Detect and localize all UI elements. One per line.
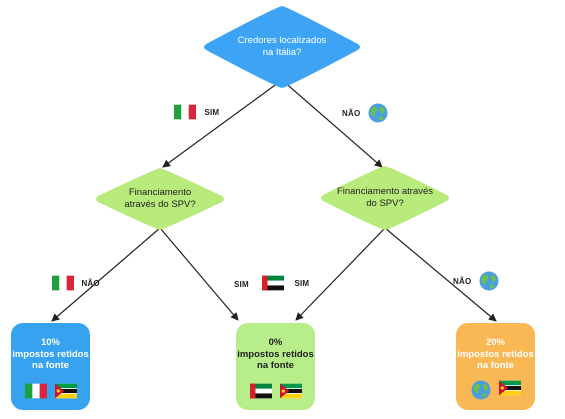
left-question-diamond [96,168,224,230]
globe-icon [479,271,499,291]
outcome-percent: 0% [268,337,283,348]
branch-left-no: NÃO [52,275,100,293]
mozambique-flag-icon [279,383,302,400]
mozambique-flag-icon [498,380,521,397]
arrow-right-to-orange [384,227,497,322]
left-question: Financiamento através do SPV? [112,187,208,211]
outcome-text: na fonte [32,360,69,371]
mozambique-flag-icon [54,383,77,400]
outcome-text: impostos retidos [457,348,534,360]
italy-flag-icon [24,383,47,400]
branch-right-no-label: NÃO [453,276,472,286]
right-question-diamond [321,166,449,230]
arrow-left-to-green [159,227,239,321]
root-diamond [204,6,360,88]
globe-icon [471,380,491,400]
branch-left-no-label: NÃO [81,279,100,289]
root-question-line2: na Itália? [262,47,302,58]
outcome-box-20: 20% impostos retidos na fonte [456,323,535,410]
arrow-right-to-green [295,227,386,321]
branch-root-yes: SIM [174,104,219,122]
branch-root-no: NÃO [342,103,388,123]
left-question-line2: através do SPV? [124,199,196,210]
branch-right-no: NÃO [453,271,499,291]
root-question-line1: Credores localizados [237,35,327,46]
left-question-line1: Financiamento [128,187,192,198]
branch-root-no-label: NÃO [342,108,361,118]
outcome-box-0: 0% impostos retidos na fonte [236,323,315,410]
branch-left-yes-label: SIM [234,280,249,289]
outcome-text: na fonte [477,360,514,371]
outcome-percent: 10% [40,337,60,348]
outcome-text: impostos retidos [12,348,89,360]
right-question: Financiamento através do SPV? [325,186,445,210]
outcome-percent: 20% [485,337,505,348]
root-question: Credores localizados na Itália? [222,35,342,59]
outcome-text: impostos retidos [237,348,314,360]
branch-right-yes: SIM [262,275,309,293]
uae-flag-icon [262,275,284,292]
uae-flag-icon [249,383,272,400]
arrow-root-to-left [162,79,283,168]
globe-icon [368,103,388,123]
italy-flag-icon [52,275,74,292]
branch-root-yes-label: SIM [204,108,220,118]
right-question-line2: do SPV? [366,198,404,209]
italy-flag-icon [174,104,196,121]
right-question-line1: Financiamento através [336,186,434,197]
arrow-root-to-right [281,79,383,168]
arrow-left-to-blue [51,227,161,322]
branch-right-yes-label: SIM [294,279,310,289]
outcome-text: na fonte [257,360,294,371]
outcome-box-10: 10% impostos retidos na fonte [11,323,90,410]
